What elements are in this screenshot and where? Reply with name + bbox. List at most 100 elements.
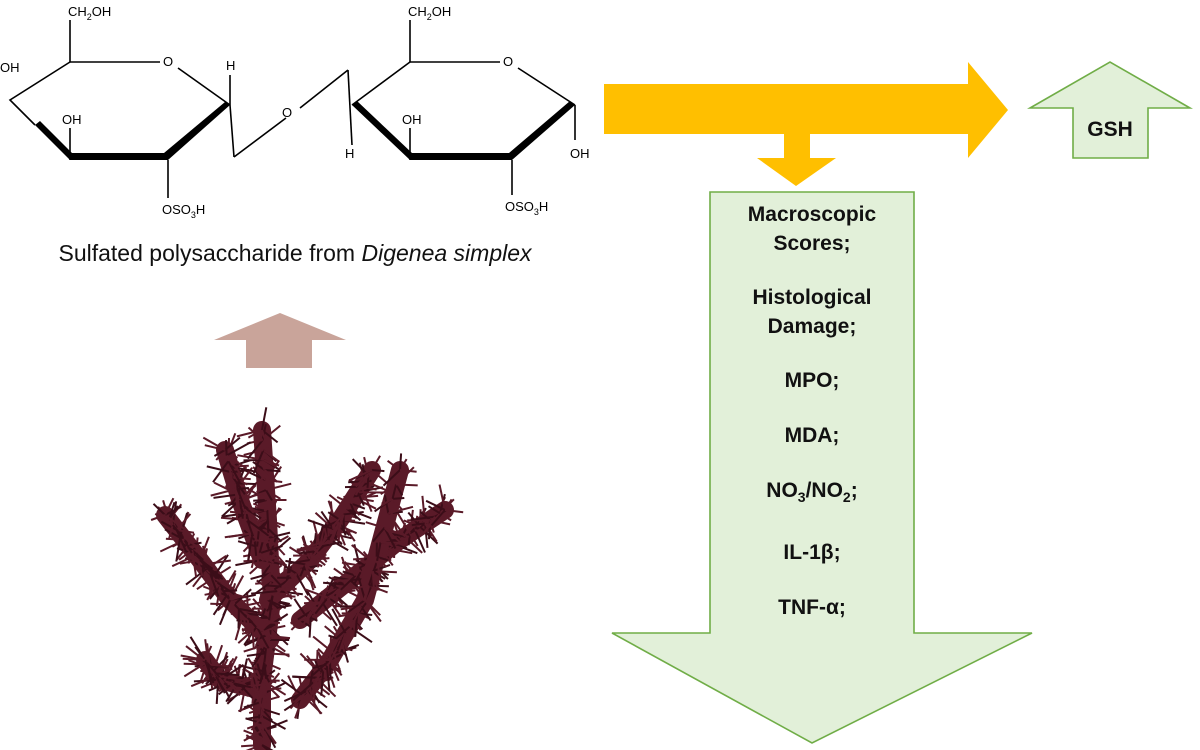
seaweed-spine <box>430 509 446 527</box>
seaweed-spine <box>216 674 243 682</box>
seaweed-spine <box>409 532 419 547</box>
seaweed-spine <box>260 616 275 632</box>
seaweed-spine <box>327 511 341 521</box>
seaweed-spine <box>297 610 312 621</box>
seaweed-spine <box>175 513 192 531</box>
caption-species: Digenea simplex <box>361 240 532 266</box>
caption-text: Sulfated polysaccharide from <box>58 240 362 266</box>
seaweed-spine <box>237 540 258 548</box>
seaweed-spine <box>164 497 175 516</box>
seaweed-spine <box>168 524 174 540</box>
seaweed-spine <box>371 570 379 591</box>
seaweed-spine <box>242 539 256 553</box>
seaweed-spine <box>175 529 188 553</box>
seaweed-spine <box>383 495 390 514</box>
seaweed-spine <box>414 529 426 553</box>
seaweed-spine <box>212 670 226 694</box>
seaweed-spine <box>246 519 255 537</box>
seaweed-spine <box>362 585 370 602</box>
seaweed-spine <box>304 606 318 623</box>
ch2oh-label-right: CH2OH <box>408 4 451 22</box>
seaweed-spine <box>331 632 347 646</box>
seaweed-spine <box>329 659 340 682</box>
seaweed-spine <box>246 617 251 642</box>
seaweed-spine <box>242 613 248 635</box>
seaweed-spine <box>444 498 453 511</box>
oh-label-anomeric-right: OH <box>570 146 590 161</box>
seaweed-spine <box>292 675 317 679</box>
seaweed-spine <box>328 646 339 665</box>
seaweed-spine <box>150 514 166 521</box>
seaweed-spine <box>304 563 318 576</box>
seaweed-spine <box>268 595 274 621</box>
seaweed-spine <box>255 469 266 497</box>
seaweed-spine <box>247 533 254 561</box>
ring-right-front-edge <box>352 101 575 160</box>
seaweed-spine <box>183 661 208 678</box>
seaweed-spine <box>331 608 347 634</box>
seaweed-spine <box>188 541 202 546</box>
seaweed-spine <box>394 543 408 550</box>
seaweed-spine <box>252 502 268 511</box>
seaweed-spine <box>349 584 370 590</box>
seaweed-spine <box>246 652 266 657</box>
seaweed-spine <box>380 483 397 496</box>
effect-item: MPO; <box>712 366 912 395</box>
seaweed-spine <box>265 482 292 491</box>
seaweed-spine <box>204 639 210 665</box>
effect-item: NO3/NO2; <box>712 476 912 512</box>
effect-item-line: Histological <box>752 286 872 309</box>
seaweed-spine <box>226 685 247 705</box>
seaweed-spine <box>335 524 346 546</box>
seaweed-spine <box>217 599 231 612</box>
h-label-right: H <box>345 146 354 161</box>
seaweed-spine <box>313 672 321 686</box>
seaweed-spine <box>284 565 297 575</box>
seaweed-spine <box>299 564 307 577</box>
seaweed-spine <box>384 526 410 538</box>
seaweed-spine <box>424 522 438 543</box>
down-branch-arrow <box>757 133 836 186</box>
seaweed-spine <box>307 519 334 530</box>
seaweed-spine <box>439 493 446 514</box>
seaweed-spine <box>176 544 190 561</box>
oso3h-label-left: OSO3H <box>162 202 205 220</box>
seaweed-spine <box>219 679 228 691</box>
seaweed-spine <box>268 531 291 539</box>
seaweed-spine <box>366 475 370 488</box>
seaweed-spine <box>265 489 273 501</box>
seaweed-spine <box>206 465 232 474</box>
effect-item-line: TNF-α; <box>778 596 846 620</box>
seaweed-spine <box>329 636 332 661</box>
seaweed-spine <box>209 572 220 597</box>
seaweed-spine <box>260 563 272 578</box>
effects-decrease-arrow <box>611 191 1033 744</box>
seaweed-spine <box>203 559 231 566</box>
seaweed-spine <box>267 507 283 521</box>
seaweed-spine <box>328 494 348 510</box>
seaweed-spine <box>261 716 265 743</box>
effect-item-line: Macroscopic <box>747 203 877 226</box>
seaweed-spine <box>208 663 233 668</box>
ring-left-front-edge <box>35 102 230 160</box>
seaweed-spine <box>348 625 373 644</box>
seaweed-spine <box>325 664 331 691</box>
oso3h-label-right: OSO3H <box>505 199 548 217</box>
seaweed-spine <box>212 576 233 589</box>
seaweed-spine <box>239 484 257 501</box>
seaweed-spine <box>251 643 268 668</box>
seaweed-spine <box>187 532 196 546</box>
seaweed-spine <box>312 635 335 655</box>
seaweed-spine <box>239 499 244 519</box>
seaweed-spine <box>236 429 263 438</box>
seaweed-spine <box>380 498 393 507</box>
seaweed-spine <box>289 690 308 710</box>
seaweed-spine <box>444 509 464 514</box>
seaweed-spine <box>277 590 303 596</box>
seaweed-spine <box>338 619 354 626</box>
seaweed-spine <box>404 535 423 554</box>
seaweed-spine <box>209 586 221 600</box>
seaweed-spine <box>312 537 328 557</box>
seaweed-spine <box>309 686 314 700</box>
gsh-increase-arrow <box>1027 61 1193 159</box>
